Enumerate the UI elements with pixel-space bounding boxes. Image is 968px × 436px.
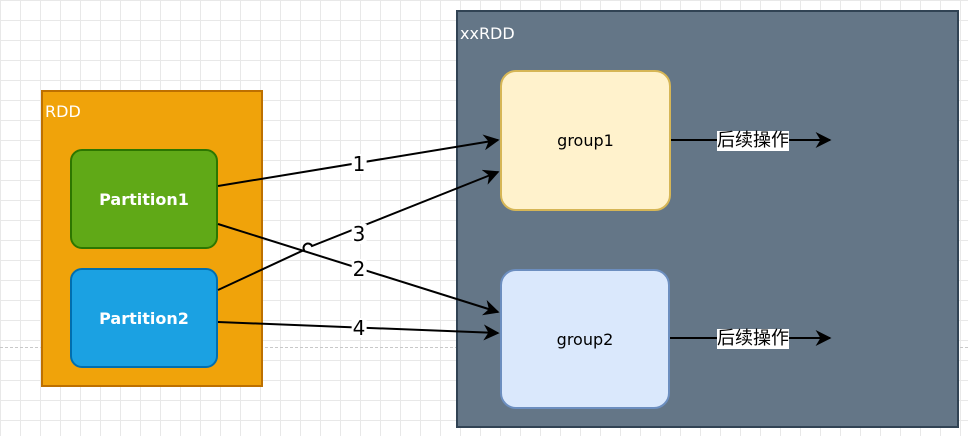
edge-3-line [217, 169, 500, 291]
partition1-label: Partition1 [99, 189, 189, 209]
edge-1-label: 1 [351, 152, 367, 176]
rdd-title: RDD [45, 102, 81, 121]
partition2-label: Partition2 [99, 308, 189, 328]
group1-followup-label: 后续操作 [717, 130, 789, 151]
partition1-node[interactable]: Partition1 [70, 149, 218, 249]
edge-4-label: 4 [351, 316, 367, 340]
group1-label: group1 [557, 131, 614, 150]
group2-followup-label: 后续操作 [717, 328, 789, 349]
edge-2-label: 2 [351, 257, 367, 281]
group2-node[interactable]: group2 [500, 269, 670, 409]
group1-node[interactable]: group1 [500, 70, 671, 211]
edge-3-label: 3 [351, 222, 367, 246]
xxrdd-title: xxRDD [460, 24, 515, 43]
group2-label: group2 [556, 329, 614, 349]
partition2-node[interactable]: Partition2 [70, 268, 218, 368]
